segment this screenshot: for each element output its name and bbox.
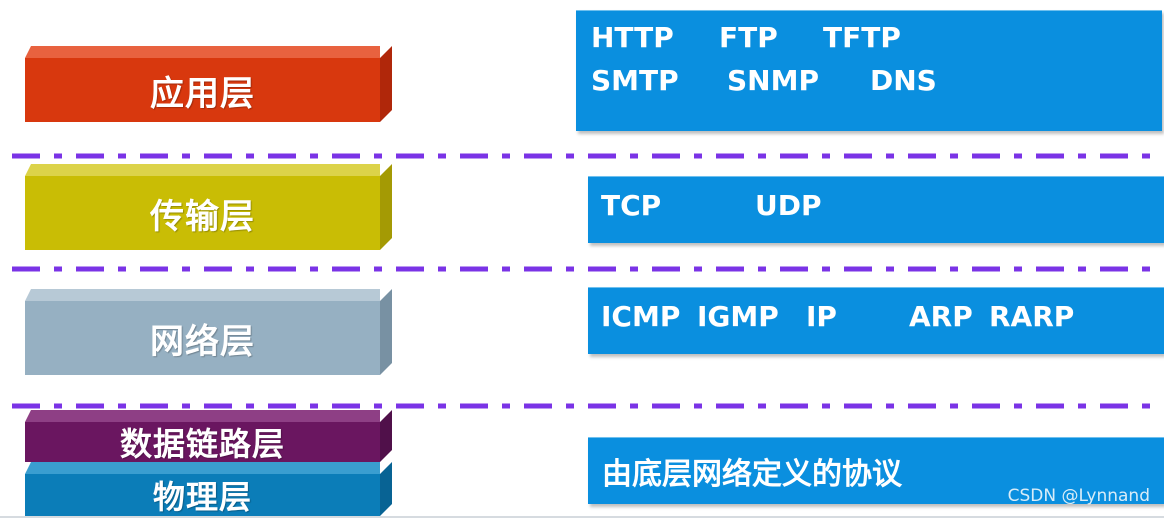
separator-line [12, 403, 1164, 409]
application-layer-block: 应用层 [25, 46, 380, 122]
bottom-rule [0, 516, 1164, 518]
transport-layer-label: 传输层 [25, 176, 380, 250]
protocol-udp: UDP [755, 189, 822, 222]
block-side-face [380, 410, 392, 462]
protocol-snmp: SNMP [727, 64, 819, 97]
datalink-layer-block: 数据链路层 [25, 410, 380, 463]
block-top-face [25, 289, 380, 301]
network-layer-block: 网络层 [25, 289, 380, 375]
protocol-ip: IP [806, 300, 837, 333]
block-top-face [25, 46, 380, 58]
block-side-face [380, 289, 392, 375]
physical-layer-label: 物理层 [25, 474, 380, 516]
application-protocols-box: HTTP FTP TFTP SMTP SNMP DNS [576, 10, 1162, 131]
watermark: CSDN @Lynnand [1007, 486, 1150, 506]
lower-layer-protocols-text: 由底层网络定义的协议 [602, 457, 902, 492]
block-top-face [25, 410, 380, 422]
block-side-face [380, 462, 392, 516]
separator-line [12, 266, 1164, 272]
block-side-face [380, 164, 392, 250]
block-side-face [380, 46, 392, 122]
datalink-layer-label: 数据链路层 [25, 422, 380, 463]
network-layer-label: 网络层 [25, 301, 380, 375]
protocol-smtp: SMTP [591, 64, 679, 97]
network-protocols-box: ICMP IGMP IP ARP RARP [588, 287, 1164, 354]
protocol-dns: DNS [870, 64, 937, 97]
physical-layer-block: 物理层 [25, 462, 380, 516]
block-top-face [25, 164, 380, 176]
protocol-icmp: ICMP [601, 300, 681, 333]
application-layer-label: 应用层 [25, 58, 380, 122]
protocol-arp: ARP [909, 300, 973, 333]
transport-protocols-box: TCP UDP [588, 176, 1164, 243]
protocol-ftp: FTP [719, 21, 778, 54]
block-top-face [25, 462, 380, 474]
lower-layer-protocols-box: 由底层网络定义的协议 [588, 437, 1164, 504]
protocol-http: HTTP [591, 21, 674, 54]
protocol-tcp: TCP [601, 189, 662, 222]
protocol-igmp: IGMP [697, 300, 779, 333]
protocol-rarp: RARP [989, 300, 1075, 333]
protocol-tftp: TFTP [823, 21, 901, 54]
transport-layer-block: 传输层 [25, 164, 380, 250]
separator-line [12, 153, 1164, 159]
